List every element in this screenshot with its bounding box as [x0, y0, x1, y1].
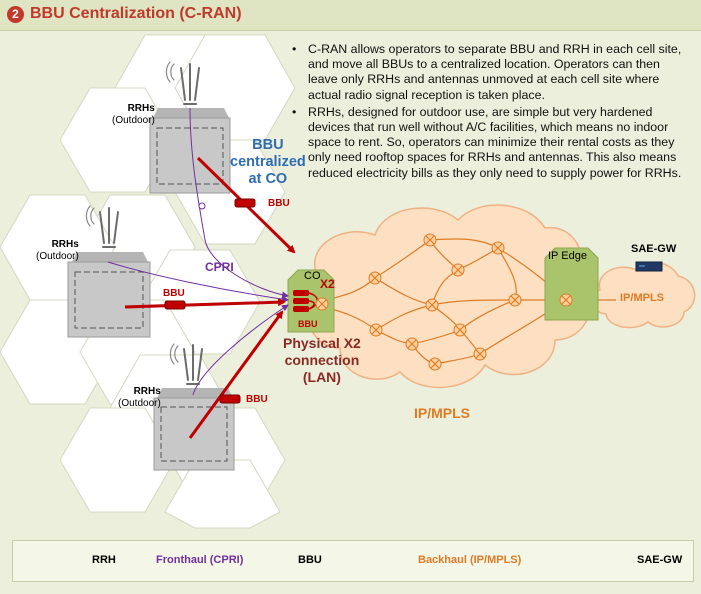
x2-label: X2 [320, 277, 335, 291]
rrh-subtitle: (Outdoor) [118, 398, 161, 409]
rrh-subtitle: (Outdoor) [112, 115, 155, 126]
router-icon [473, 347, 487, 361]
legend-rrh: RRH [92, 554, 116, 566]
router-icon [405, 337, 419, 351]
physical-x2-line: Physical X2 [283, 335, 361, 351]
router-icon [368, 271, 382, 285]
router-icon [315, 297, 329, 311]
router-icon [508, 293, 522, 307]
rrh-title: RRHs [133, 386, 161, 397]
bbu-centralized-line: at CO [248, 171, 288, 187]
legend-backhaul: Backhaul (IP/MPLS) [418, 554, 522, 566]
router-nodes [368, 233, 522, 371]
bbu-centralized-line: centralized [230, 154, 306, 170]
bbu-unit-icon [234, 198, 256, 208]
ip-edge-label: IP Edge [548, 250, 587, 262]
bbu-tag: BBU [268, 198, 290, 209]
bbu-centralized-label: BBU centralized at CO [230, 137, 306, 188]
router-icon [428, 357, 442, 371]
hex-cell [164, 459, 281, 529]
antenna-icon [85, 205, 119, 248]
bbu-centralized-line: BBU [252, 137, 284, 153]
router-icon [451, 263, 465, 277]
bbu-tag: BBU [246, 394, 268, 405]
router-icon [423, 233, 437, 247]
ip-edge-box [544, 247, 599, 321]
ip-mpls-label: IP/MPLS [414, 405, 471, 421]
bullet-item: C-RAN allows operators to separate BBU a… [290, 42, 692, 103]
cpri-junction [198, 202, 206, 210]
co-box [287, 269, 335, 333]
legend-sae-gw: SAE-GW [637, 554, 683, 566]
bbu-tag: BBU [163, 288, 185, 299]
router-icon [425, 298, 439, 312]
header-bar [0, 0, 701, 31]
router-icon [559, 293, 573, 307]
router-icon [491, 241, 505, 255]
section-number-badge: 2 [7, 6, 24, 23]
rrh-subtitle: (Outdoor) [36, 251, 79, 262]
co-label: CO [304, 270, 321, 282]
legend-bbu: BBU [298, 554, 322, 566]
cpri-links [107, 107, 289, 396]
router-icon [369, 323, 383, 337]
rrh-label: RRHs (Outdoor) [36, 239, 79, 263]
physical-x2-label: Physical X2 connection (LAN) [283, 335, 361, 386]
rrh-title: RRHs [51, 239, 79, 250]
bullet-item: RRHs, designed for outdoor use, are simp… [290, 105, 692, 181]
antenna-icon [169, 343, 203, 385]
bbu-unit-icons [164, 198, 256, 404]
router-icon [453, 323, 467, 337]
antenna-icon [165, 61, 200, 105]
rrh-label: RRHs (Outdoor) [112, 103, 155, 127]
hex-cell [59, 87, 176, 193]
co-bbu-label: BBU [298, 319, 318, 329]
ip-mpls-right-label: IP/MPLS [620, 292, 665, 304]
bbu-unit-icon [164, 300, 186, 310]
bbu-unit-icon [219, 394, 241, 404]
hex-cell [59, 407, 176, 513]
legend-fronthaul: Fronthaul (CPRI) [156, 554, 244, 566]
sae-gw-device-icon [635, 261, 663, 272]
physical-x2-line: (LAN) [302, 369, 341, 385]
page-title: BBU Centralization (C-RAN) [30, 5, 242, 22]
cpri-label: CPRI [205, 260, 234, 274]
rrh-title: RRHs [127, 103, 155, 114]
legend-box [12, 540, 694, 582]
cell-site-building [67, 252, 151, 338]
rrh-label: RRHs (Outdoor) [118, 386, 161, 410]
sae-gw-label: SAE-GW [631, 243, 677, 255]
physical-x2-line: connection [284, 352, 360, 368]
description-bullets: C-RAN allows operators to separate BBU a… [290, 42, 692, 183]
